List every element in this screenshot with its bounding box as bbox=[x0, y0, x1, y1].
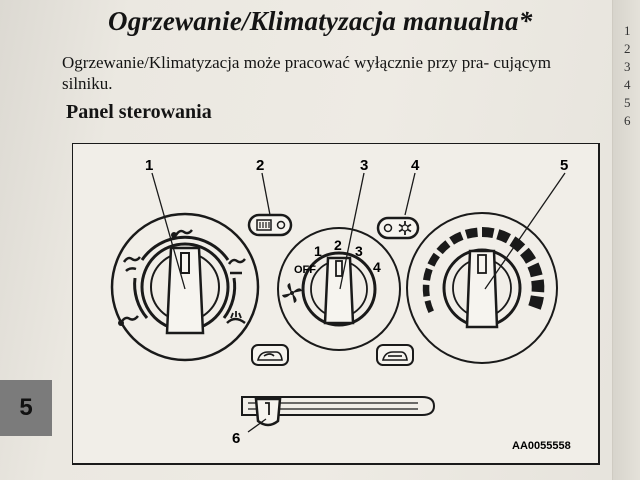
temperature-scale-segment bbox=[424, 300, 434, 313]
temperature-scale-segment bbox=[449, 231, 464, 245]
temperature-scale-segment bbox=[519, 247, 537, 264]
section-heading: Panel sterowania bbox=[66, 101, 212, 123]
facing-page-number: 3 bbox=[624, 59, 631, 74]
slider-knob[interactable] bbox=[254, 397, 282, 427]
face-vent-icon bbox=[171, 229, 193, 238]
callout-leaders bbox=[151, 172, 566, 433]
fan-dial-grip[interactable] bbox=[323, 256, 355, 325]
temperature-scale-segment bbox=[422, 267, 433, 281]
facing-page-number: 1 bbox=[624, 23, 631, 38]
callout-4: 4 bbox=[411, 157, 420, 174]
callout-3: 3 bbox=[360, 157, 368, 174]
facing-page-number: 2 bbox=[624, 41, 631, 56]
temperature-scale bbox=[422, 227, 545, 313]
slider-track bbox=[241, 396, 436, 416]
facing-page-edge bbox=[612, 0, 640, 480]
mode-dial-scale-arc bbox=[140, 235, 230, 261]
temperature-scale-segment bbox=[427, 252, 440, 267]
fan-speed-dial bbox=[277, 227, 401, 351]
foot-vent-icon bbox=[118, 315, 139, 326]
air-intake-slider bbox=[241, 396, 436, 427]
mode-dial-grip[interactable] bbox=[165, 246, 205, 335]
temperature-scale-segment bbox=[422, 284, 430, 297]
temperature-scale-segment bbox=[509, 236, 526, 253]
rear-window-heater-icon bbox=[256, 219, 272, 231]
rear-defroster-button[interactable] bbox=[247, 213, 293, 237]
control-panel-diagram: OFF 1 2 3 4 bbox=[72, 143, 600, 465]
facing-page-number: 5 bbox=[624, 95, 631, 110]
fan-speed-1-label: 1 bbox=[314, 243, 322, 259]
callout-2: 2 bbox=[256, 157, 264, 174]
temperature-scale-segment bbox=[527, 262, 543, 278]
fan-speed-3-label: 3 bbox=[355, 243, 363, 259]
temperature-scale-segment bbox=[436, 240, 451, 255]
fan-dial-pointer bbox=[335, 260, 343, 277]
outside-air-button[interactable] bbox=[251, 344, 289, 366]
temperature-scale-segment bbox=[528, 295, 544, 310]
facing-page-number: 6 bbox=[624, 113, 631, 128]
temperature-scale-segment bbox=[481, 227, 495, 239]
temperature-dial bbox=[406, 212, 558, 364]
chapter-tab: 5 bbox=[0, 380, 52, 436]
callout-5: 5 bbox=[560, 157, 568, 174]
fan-speed-4-label: 4 bbox=[373, 259, 381, 275]
callout-1: 1 bbox=[145, 157, 153, 174]
mode-dial-bezel bbox=[110, 212, 260, 362]
intro-paragraph: Ogrzewanie/Klimatyzacja może pracować wy… bbox=[62, 53, 551, 93]
fan-speed-off-label: OFF bbox=[294, 264, 316, 276]
figure-code: AA0055558 bbox=[512, 440, 571, 452]
fan-speed-2-label: 2 bbox=[334, 237, 342, 253]
temperature-scale-segment bbox=[531, 279, 545, 293]
temperature-dial-bezel bbox=[406, 212, 558, 364]
fan-icon bbox=[282, 283, 302, 303]
face-foot-vent-icon bbox=[122, 256, 141, 272]
temperature-dial-pointer bbox=[477, 254, 487, 274]
indicator-light bbox=[383, 223, 393, 233]
fan-dial-bezel bbox=[277, 227, 401, 351]
indicator-light bbox=[276, 220, 286, 230]
ac-button[interactable] bbox=[376, 216, 420, 240]
mode-dial-pointer bbox=[180, 252, 190, 274]
snowflake-icon bbox=[398, 221, 412, 235]
outside-air-icon bbox=[256, 351, 283, 361]
windshield-defrost-icon bbox=[226, 311, 246, 325]
temperature-scale-segment bbox=[496, 229, 511, 244]
callout-6: 6 bbox=[232, 430, 240, 447]
facing-page-number: 4 bbox=[624, 77, 631, 92]
recirculation-button[interactable] bbox=[376, 344, 414, 366]
recirculation-air-icon bbox=[381, 351, 408, 361]
page-title: Ogrzewanie/Klimatyzacja manualna* bbox=[108, 6, 533, 36]
facing-page-numbers: 1 2 3 4 5 6 bbox=[624, 22, 631, 130]
temperature-scale-segment bbox=[464, 227, 478, 239]
foot-defrost-icon bbox=[227, 258, 246, 275]
temperature-dial-grip[interactable] bbox=[465, 249, 499, 329]
